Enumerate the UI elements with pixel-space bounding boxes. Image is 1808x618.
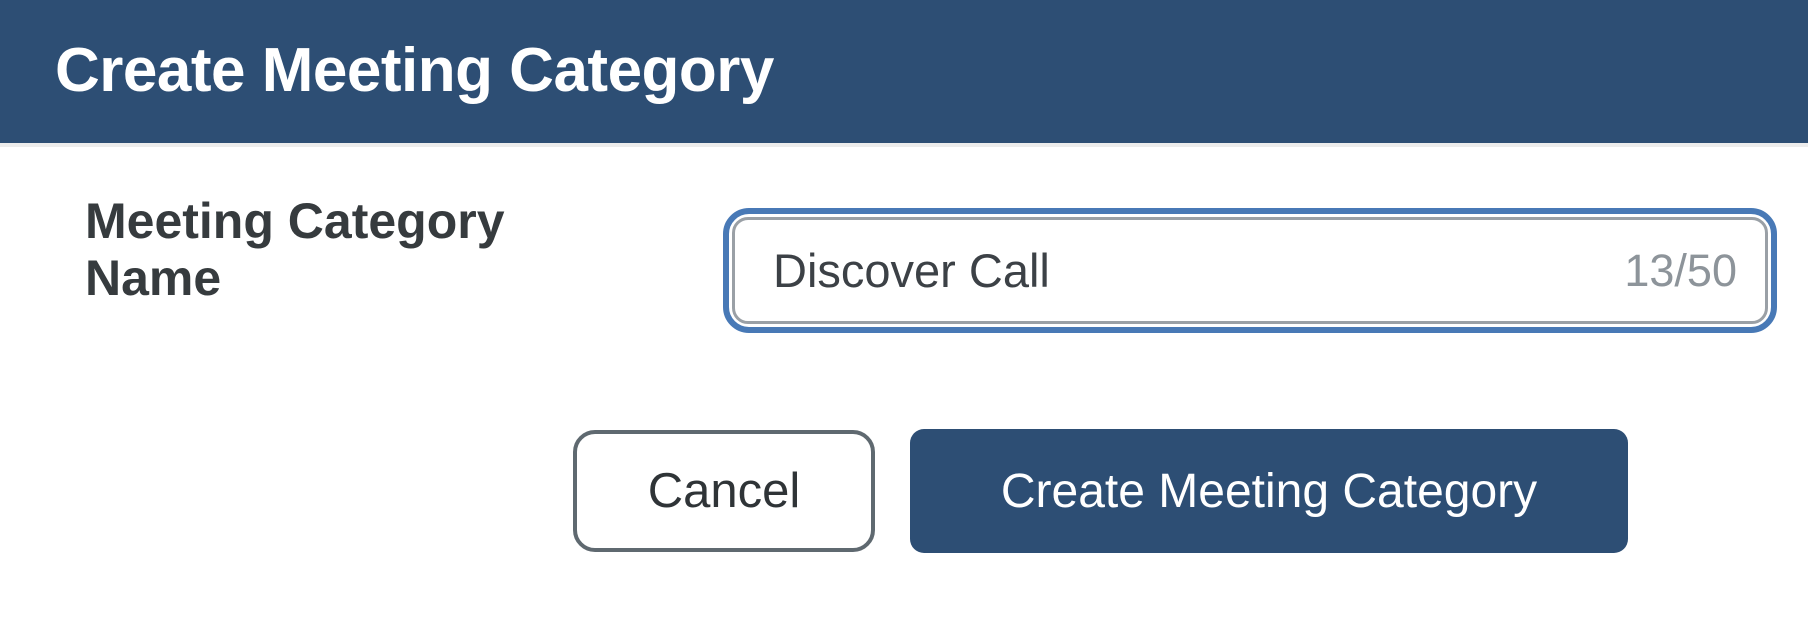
meeting-category-name-field: 13/50: [723, 208, 1777, 333]
meeting-category-name-field-inner: 13/50: [732, 217, 1768, 324]
dialog-header: Create Meeting Category: [0, 0, 1808, 147]
create-meeting-category-button[interactable]: Create Meeting Category: [910, 429, 1628, 553]
meeting-category-name-label: Meeting Category Name: [85, 193, 505, 306]
cancel-button[interactable]: Cancel: [573, 430, 875, 552]
meeting-category-name-input[interactable]: [773, 243, 1605, 298]
character-counter: 13/50: [1624, 244, 1737, 296]
dialog-title: Create Meeting Category: [55, 36, 774, 105]
